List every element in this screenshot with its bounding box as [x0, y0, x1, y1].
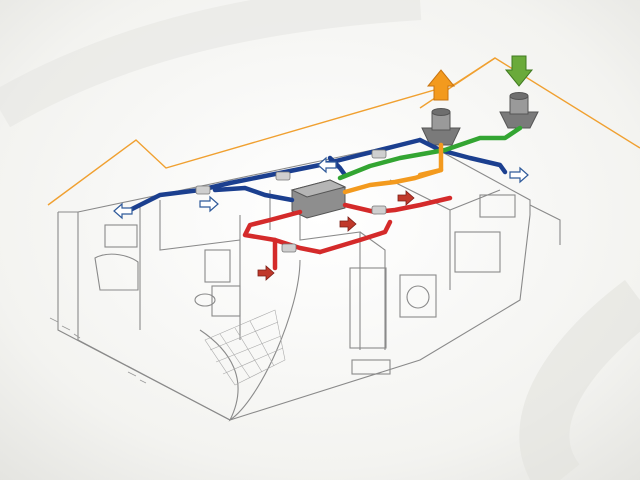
- duct-connectors: [195, 149, 387, 253]
- house-floorplan: [57, 139, 561, 422]
- sketch-marks: [49, 317, 147, 384]
- background-swirl: [0, 0, 422, 128]
- background-swirl: [519, 280, 640, 480]
- exhaust-arrow-icon: [426, 69, 456, 101]
- vent-arrow-icon: [317, 156, 337, 174]
- vent-arrow-icon: [113, 202, 133, 220]
- intake-arrow-icon: [504, 55, 534, 87]
- supply-air-duct: [242, 195, 453, 271]
- fresh-air-intake-duct: [337, 125, 523, 181]
- vent-arrow-icon: [509, 166, 529, 184]
- supply-vent-arrows: [257, 190, 415, 281]
- exhaust-air-duct: [342, 142, 444, 195]
- intake-stack: [499, 92, 539, 129]
- supply-arrow-icon: [339, 216, 357, 232]
- supply-arrow-icon: [397, 190, 415, 206]
- vent-arrow-icon: [199, 195, 219, 213]
- bathroom-tiles: [204, 309, 286, 386]
- supply-arrow-icon: [257, 265, 275, 281]
- extract-vent-arrows: [113, 156, 529, 220]
- exhaust-stack: [421, 108, 461, 146]
- ventilation-unit: [290, 179, 347, 219]
- extract-air-duct: [127, 137, 508, 213]
